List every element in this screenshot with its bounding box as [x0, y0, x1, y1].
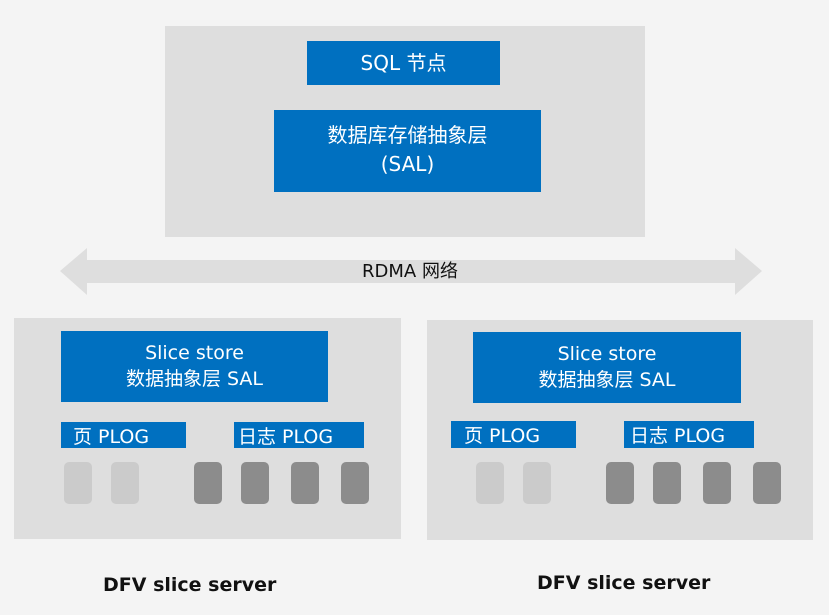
log-disk-icon [653, 462, 681, 504]
slice-store-box-2: Slice store 数据抽象层 SAL [473, 332, 741, 403]
log-disk-icon [194, 462, 222, 504]
network-arrow-shape [60, 248, 762, 295]
log-plog-tag-1: 日志 PLOG [234, 422, 364, 448]
data-abstraction-label: 数据抽象层 SAL [125, 368, 264, 390]
page-plog-tag-1: 页 PLOG [61, 422, 186, 448]
log-plog-label: 日志 PLOG [630, 425, 726, 447]
log-disk-icon [291, 462, 319, 504]
slice-store-label: Slice store [145, 342, 244, 364]
log-plog-tag-2: 日志 PLOG [624, 421, 754, 448]
page-plog-label: 页 PLOG [464, 425, 541, 447]
page-plog-label: 页 PLOG [73, 426, 150, 448]
page-disk-icon [476, 462, 504, 504]
rdma-network-label: RDMA 网络 [362, 261, 458, 282]
log-disk-icon [753, 462, 781, 504]
slice-store-box-1: Slice store 数据抽象层 SAL [61, 331, 328, 402]
log-disk-icon [341, 462, 369, 504]
page-disk-icon [64, 462, 92, 504]
server-caption-2: DFV slice server [537, 572, 711, 594]
slice-store-label: Slice store [557, 343, 657, 365]
log-disk-icon [703, 462, 731, 504]
log-disk-icon [241, 462, 269, 504]
sal-label-line2: (SAL) [380, 152, 435, 176]
sal-label-line1: 数据库存储抽象层 [327, 123, 488, 147]
data-abstraction-label: 数据抽象层 SAL [538, 369, 676, 391]
server-caption-1: DFV slice server [103, 574, 277, 596]
sql-node-label: SQL 节点 [360, 51, 447, 75]
storage-abstraction-layer-box: 数据库存储抽象层 (SAL) [274, 110, 541, 192]
log-disk-icon [606, 462, 634, 504]
page-plog-tag-2: 页 PLOG [451, 421, 576, 448]
log-plog-label: 日志 PLOG [238, 426, 334, 448]
page-disk-icon [523, 462, 551, 504]
sql-node-box: SQL 节点 [307, 41, 500, 85]
page-disk-icon [111, 462, 139, 504]
